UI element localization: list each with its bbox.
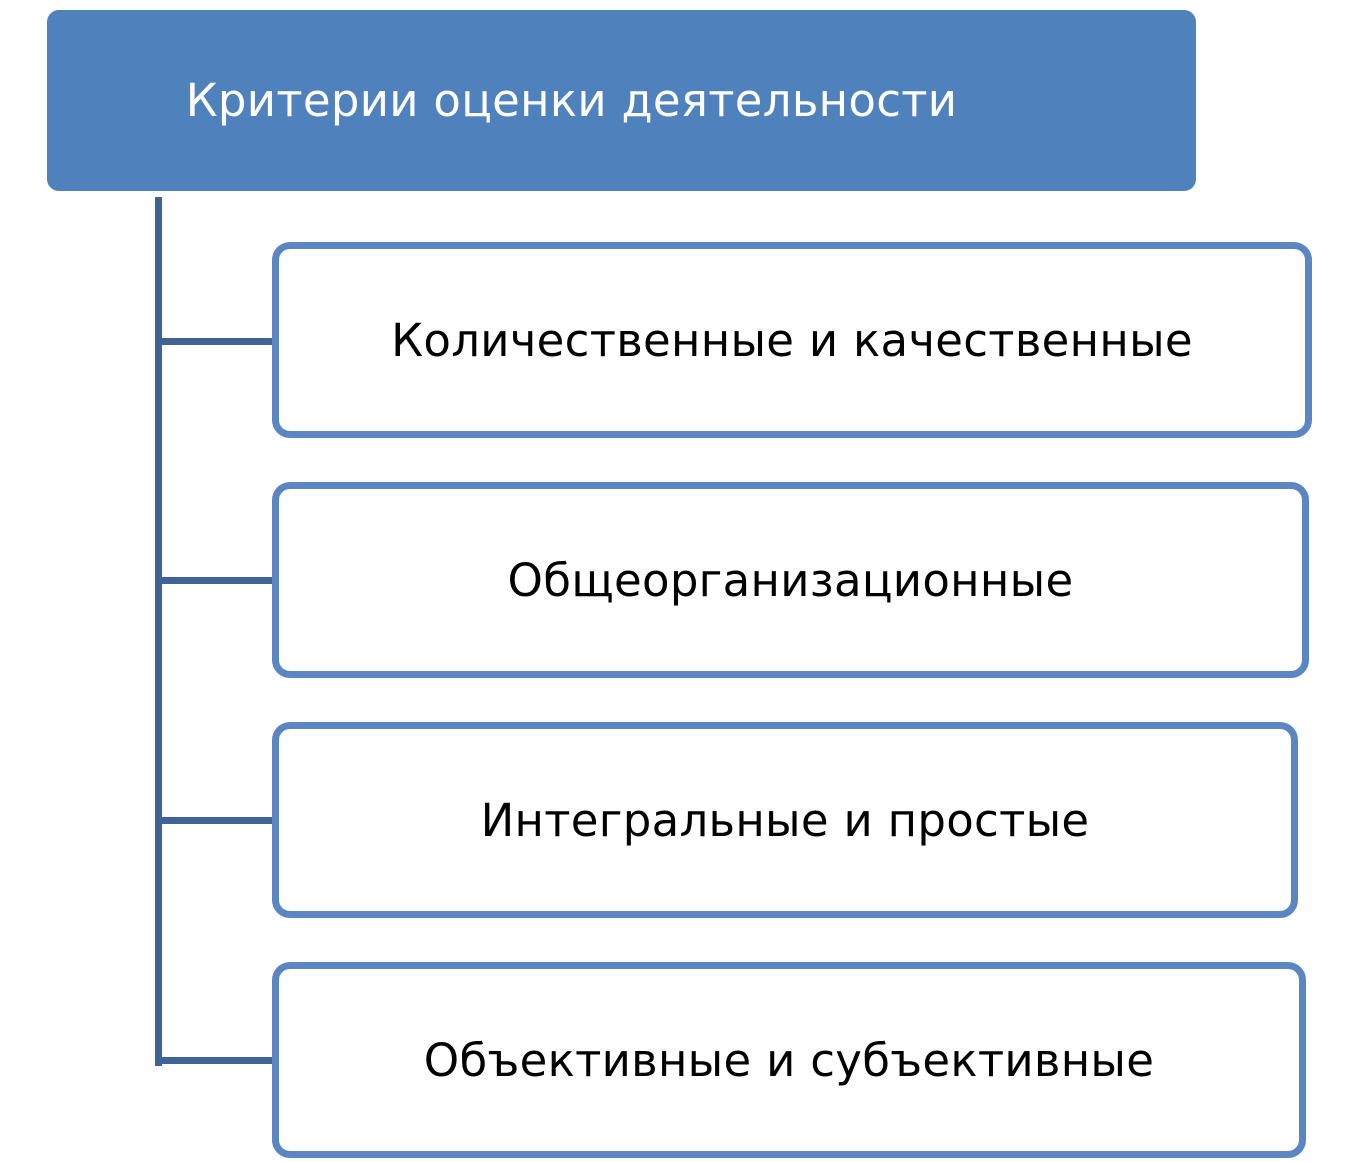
child-node-2: Общеорганизационные [272,482,1309,678]
root-node-label: Критерии оценки деятельности [185,74,958,127]
branch-connector-1 [155,338,272,345]
child-node-label: Общеорганизационные [507,553,1074,607]
child-node-label: Объективные и субъективные [423,1033,1155,1087]
child-node-1: Количественные и качественные [272,242,1312,438]
root-node: Критерии оценки деятельности [47,10,1196,191]
child-node-4: Объективные и субъективные [272,962,1306,1158]
child-node-3: Интегральные и простые [272,722,1298,918]
vertical-connector [155,197,162,1066]
branch-connector-2 [155,577,272,584]
child-node-label: Интегральные и простые [480,793,1090,847]
branch-connector-4 [155,1057,272,1064]
branch-connector-3 [155,817,272,824]
child-node-label: Количественные и качественные [391,313,1193,367]
